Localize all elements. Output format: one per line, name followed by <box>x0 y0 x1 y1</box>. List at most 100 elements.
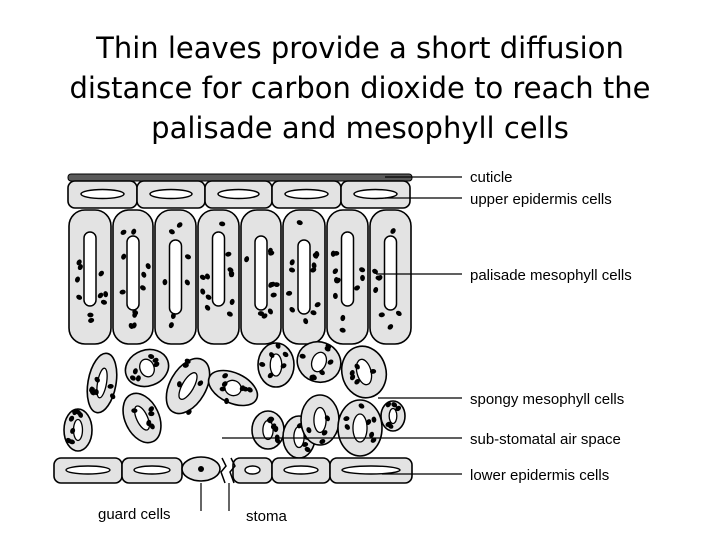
palisade-cell-vacuole <box>340 231 355 307</box>
chloroplast <box>219 386 226 392</box>
chloroplast <box>128 322 134 329</box>
chloroplast <box>354 363 360 370</box>
chloroplast <box>168 322 174 329</box>
chloroplast <box>296 220 303 226</box>
chloroplast <box>107 383 114 389</box>
chloroplast <box>77 264 83 271</box>
chloroplast <box>302 442 309 447</box>
chloroplast <box>390 228 396 234</box>
chloroplast <box>333 277 339 284</box>
spongy-cell-vacuole <box>262 419 274 441</box>
palisade-cell-vacuole <box>297 239 311 315</box>
chloroplast <box>369 369 377 374</box>
label-palisade: palisade mesophyll cells <box>470 267 632 284</box>
chloroplast <box>275 342 281 349</box>
chloroplast <box>76 294 83 300</box>
chloroplast <box>310 310 317 316</box>
chloroplast <box>98 270 104 277</box>
chloroplast <box>340 314 346 322</box>
chloroplast <box>149 423 155 430</box>
chloroplast <box>70 427 76 434</box>
epidermis-cell-vacuole <box>65 465 111 475</box>
chloroplast <box>270 423 277 430</box>
epidermis-cell-vacuole <box>244 465 261 475</box>
chloroplast <box>135 375 141 382</box>
epidermis-cell-vacuole <box>149 188 193 200</box>
chloroplast <box>267 372 274 379</box>
chloroplast <box>153 361 160 368</box>
chloroplast <box>370 437 377 443</box>
slide-title: Thin leaves provide a short diffusion di… <box>0 28 720 148</box>
chloroplast <box>199 274 206 281</box>
chloroplast <box>204 304 211 311</box>
chloroplast <box>314 251 320 258</box>
chloroplast <box>225 251 232 257</box>
chloroplast <box>141 271 147 278</box>
chloroplast <box>131 408 138 414</box>
chloroplast <box>97 292 104 299</box>
chloroplast <box>344 424 350 430</box>
chloroplast <box>184 358 191 364</box>
chloroplast <box>168 229 175 235</box>
chloroplast <box>358 403 365 409</box>
chloroplast <box>268 416 275 422</box>
chloroplast <box>360 274 365 282</box>
chloroplast <box>269 352 275 358</box>
label-guard-cells: guard cells <box>98 506 171 523</box>
chloroplast <box>372 268 378 275</box>
spongy-cell-vacuole <box>178 372 198 400</box>
chloroplast <box>267 247 273 254</box>
palisade-cell-vacuole <box>168 239 183 315</box>
stoma-opening-edge <box>220 457 227 484</box>
chloroplast <box>103 291 109 298</box>
chloroplast <box>200 288 206 295</box>
chloroplast <box>319 369 325 376</box>
spongy-cell-vacuole <box>352 413 368 443</box>
chloroplast <box>219 221 226 227</box>
chloroplast <box>324 346 331 352</box>
chloroplast <box>197 380 204 386</box>
chloroplast <box>377 275 383 281</box>
chloroplast <box>259 362 266 367</box>
chloroplast <box>244 256 250 263</box>
chloroplast <box>140 285 146 291</box>
chloroplast <box>274 437 281 444</box>
title-line-2: distance for carbon dioxide to reach the <box>69 71 651 105</box>
chloroplast <box>288 267 296 273</box>
chloroplast <box>395 310 402 317</box>
chloroplast <box>369 431 375 438</box>
chloroplast <box>226 311 233 317</box>
chloroplast <box>378 312 385 318</box>
label-air-space: sub-stomatal air space <box>470 431 621 448</box>
chloroplast <box>349 369 355 377</box>
chloroplast <box>286 290 293 296</box>
chloroplast <box>145 263 151 270</box>
chloroplast <box>339 327 346 333</box>
chloroplast <box>184 254 191 260</box>
chloroplast <box>303 318 309 325</box>
chloroplast <box>100 299 107 305</box>
chloroplast <box>343 416 350 422</box>
epidermis-cell-vacuole <box>283 465 319 475</box>
chloroplast <box>148 354 155 359</box>
chloroplast <box>304 446 311 453</box>
chloroplast <box>152 357 159 363</box>
chloroplast <box>365 419 372 425</box>
chloroplast <box>205 294 212 300</box>
chloroplast <box>132 309 139 316</box>
chloroplast <box>387 423 394 429</box>
epidermis-cell-vacuole <box>284 188 329 200</box>
chloroplast <box>89 389 96 396</box>
chloroplast <box>387 324 394 330</box>
chloroplast <box>222 373 228 379</box>
chloroplast <box>332 268 339 275</box>
chloroplast <box>229 298 235 305</box>
chloroplast <box>391 402 398 408</box>
epidermis-cell-vacuole <box>217 188 260 200</box>
chloroplast <box>289 259 295 266</box>
chloroplast <box>242 386 249 392</box>
palisade-cell-vacuole <box>83 231 97 307</box>
chloroplast <box>229 271 235 278</box>
chloroplast <box>373 286 379 294</box>
spongy-cell-vacuole <box>133 405 151 431</box>
